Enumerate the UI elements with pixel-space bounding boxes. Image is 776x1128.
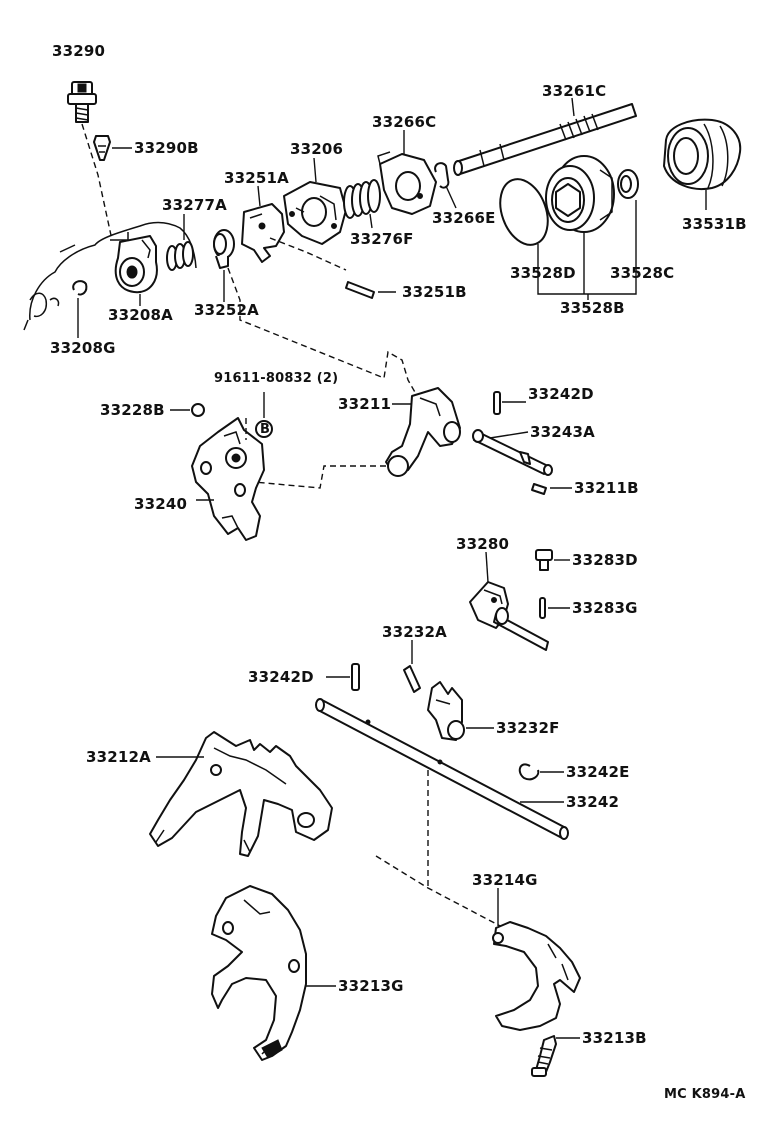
fork-33213G (211, 885, 307, 1061)
label-91611-80832: 91611-80832 (2) (214, 371, 339, 386)
label-33290: 33290 (52, 42, 106, 60)
fork-33212A (149, 731, 333, 857)
label-33213G: 33213G (338, 977, 404, 995)
fork-33214G (492, 921, 581, 1031)
label-33252A: 33252A (194, 301, 259, 319)
shaft-33261C (453, 103, 637, 176)
plug-33290 (67, 81, 97, 123)
label-33528B: 33528B (560, 299, 625, 317)
spring-33276F (343, 179, 381, 219)
label-33283G: 33283G (572, 599, 638, 617)
cam-33266C (377, 151, 437, 215)
ball-33228B (191, 403, 205, 417)
label-33251B: 33251B (402, 283, 467, 301)
transmission-housing (23, 221, 197, 331)
label-33266E: 33266E (432, 209, 496, 227)
shift-head-33232F (427, 681, 465, 741)
label-33242E: 33242E (566, 763, 630, 781)
label-33211B: 33211B (574, 479, 639, 497)
label-33290B: 33290B (134, 139, 199, 157)
label-33232F: 33232F (496, 719, 560, 737)
boot-33531B (663, 118, 742, 190)
pin-33211B (531, 483, 547, 495)
pin-33283G (539, 597, 546, 619)
clip-33242E (518, 763, 540, 781)
label-33277A: 33277A (162, 196, 227, 214)
label-33208G: 33208G (50, 339, 116, 357)
clip-33266E (434, 162, 450, 189)
roller-33252A (213, 229, 235, 269)
label-33228B: 33228B (100, 401, 165, 419)
pin-33232A (403, 665, 421, 693)
label-33266C: 33266C (372, 113, 437, 131)
label-33242D-mid: 33242D (248, 668, 314, 686)
cam-33208A (114, 235, 158, 294)
bolt-marker-B (255, 420, 273, 438)
interlock-33206 (283, 181, 347, 245)
label-33243A: 33243A (530, 423, 595, 441)
shift-head-33280 (469, 581, 549, 651)
pin-33242D-mid (351, 663, 360, 691)
label-33280: 33280 (456, 535, 510, 553)
ring-33528C (617, 169, 639, 199)
label-33528D: 33528D (510, 264, 576, 282)
shaft-33243A (472, 429, 553, 476)
label-33214G: 33214G (472, 871, 538, 889)
ball-33290B (93, 135, 111, 161)
label-33240: 33240 (134, 495, 188, 513)
label-33213B: 33213B (582, 1029, 647, 1047)
bushing-33528 (545, 155, 615, 233)
shaft-33242 (315, 698, 569, 840)
pin-33251B (345, 281, 375, 299)
label-33206: 33206 (290, 140, 344, 158)
label-33242D-top: 33242D (528, 385, 594, 403)
label-33251A: 33251A (224, 169, 289, 187)
pin-33242D-top (493, 391, 501, 415)
label-33276F: 33276F (350, 230, 414, 248)
label-33531B: 33531B (682, 215, 747, 233)
label-33211: 33211 (338, 395, 392, 413)
figure-code: MC K894-A (664, 1087, 746, 1102)
label-33232A: 33232A (382, 623, 447, 641)
lever-33240 (191, 417, 265, 541)
oring-33528D (499, 178, 549, 246)
bolt-33283D (535, 549, 553, 571)
ring-33208G (72, 280, 88, 296)
plate-33251A (241, 203, 285, 263)
shift-head-33211 (385, 387, 461, 477)
label-33261C: 33261C (542, 82, 607, 100)
label-B-marker: B (260, 422, 271, 437)
label-33212A: 33212A (86, 748, 151, 766)
spring-33277A (166, 241, 194, 271)
label-33528C: 33528C (610, 264, 675, 282)
label-33242: 33242 (566, 793, 620, 811)
bolt-33213B (531, 1035, 557, 1077)
label-33208A: 33208A (108, 306, 173, 324)
label-33283D: 33283D (572, 551, 638, 569)
